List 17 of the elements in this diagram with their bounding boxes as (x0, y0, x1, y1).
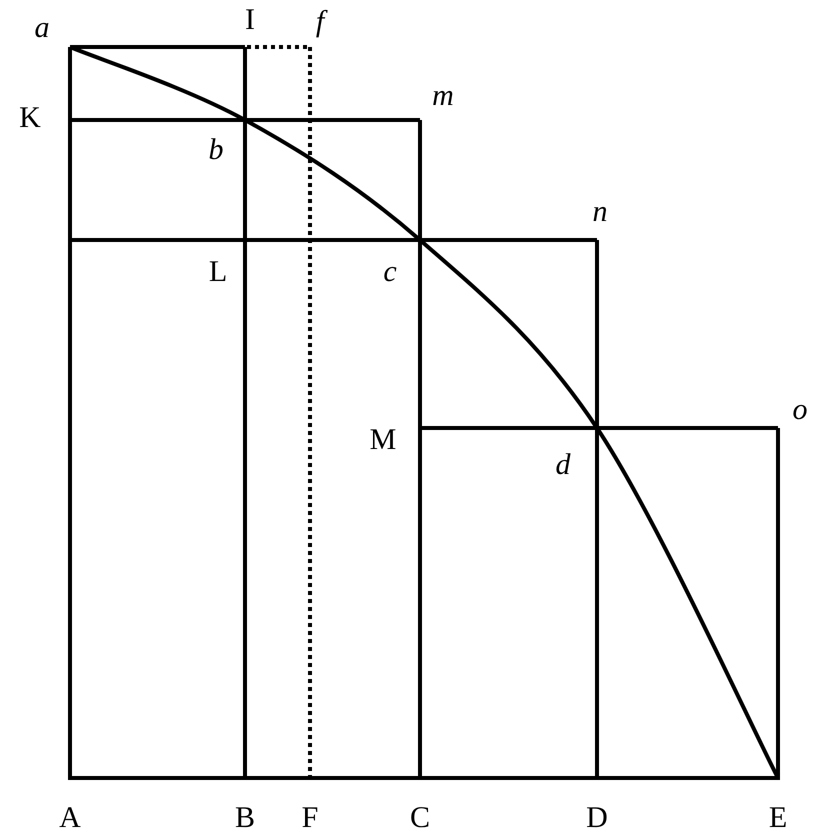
point-label: E (768, 803, 788, 832)
point-label: D (586, 803, 608, 832)
point-label: n (592, 197, 608, 227)
point-label: K (19, 103, 41, 133)
point-label: L (208, 257, 228, 287)
point-label: a (34, 13, 50, 43)
point-label: m (432, 81, 454, 111)
point-label: b (208, 135, 224, 165)
point-label: B (235, 803, 255, 832)
point-label: d (556, 450, 570, 480)
point-label: I (245, 5, 255, 35)
point-label: A (59, 803, 81, 832)
point-label: C (410, 803, 430, 832)
point-label: M (370, 425, 396, 455)
point-label: o (792, 395, 808, 425)
point-label: F (302, 803, 318, 832)
point-label: c (383, 257, 397, 287)
